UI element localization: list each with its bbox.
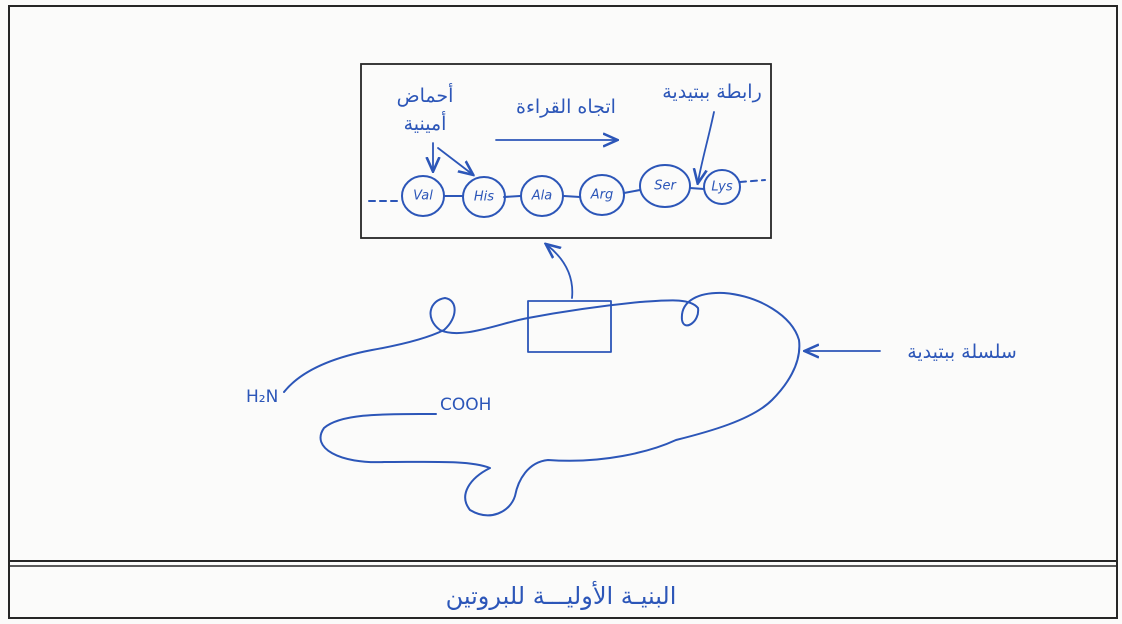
outer-frame	[8, 5, 1118, 619]
amino-acids-label-line2: أمينية	[404, 111, 447, 135]
figure-caption: البنيـة الأوليـــة للبروتين	[446, 581, 677, 610]
amino-acid-pointer-arrow	[437, 147, 472, 174]
c-terminus-label: COOH	[440, 395, 491, 415]
amino-acid-node: His	[462, 176, 506, 218]
amino-acids-label-line1: أحماض	[397, 83, 454, 107]
n-terminus-label: H₂N	[246, 387, 278, 407]
amino-acid-node: Arg	[579, 174, 625, 216]
peptide-bond-arrow	[698, 111, 715, 182]
peptide-backbone	[368, 179, 766, 202]
amino-acid-label: Arg	[590, 188, 614, 203]
zoom-arrow	[547, 245, 574, 299]
amino-acid-node: Ser	[639, 164, 691, 208]
peptide-bond-label: رابطة ببتيدية	[662, 81, 762, 103]
amino-acid-node: Ala	[520, 175, 564, 217]
amino-acid-label: Ser	[654, 179, 677, 194]
amino-acid-label: His	[474, 190, 494, 205]
peptide-chain-label: سلسلة ببتيدية	[907, 341, 1017, 363]
reading-direction-label: اتجاه القراءة	[516, 96, 616, 118]
chain-highlight-box	[527, 300, 612, 353]
amino-acid-circle	[703, 169, 741, 205]
amino-acid-chain: Val His Ala Arg Ser Lys	[401, 164, 741, 218]
amino-acids-label: أحماض أمينية	[397, 83, 454, 135]
amino-acid-label: Val	[413, 189, 433, 204]
amino-acid-circle	[401, 175, 445, 217]
amino-acid-label: Ala	[531, 189, 553, 204]
amino-acid-node: Lys	[703, 169, 741, 205]
amino-acid-label: Lys	[711, 180, 732, 195]
amino-acid-circle	[520, 175, 564, 217]
zoom-inset-box	[360, 63, 772, 239]
amino-acid-circle	[579, 174, 625, 216]
amino-acid-node: Val	[401, 175, 445, 217]
amino-acid-circle	[462, 176, 506, 218]
amino-acid-circle	[639, 164, 691, 208]
peptide-chain-curve	[283, 291, 801, 517]
